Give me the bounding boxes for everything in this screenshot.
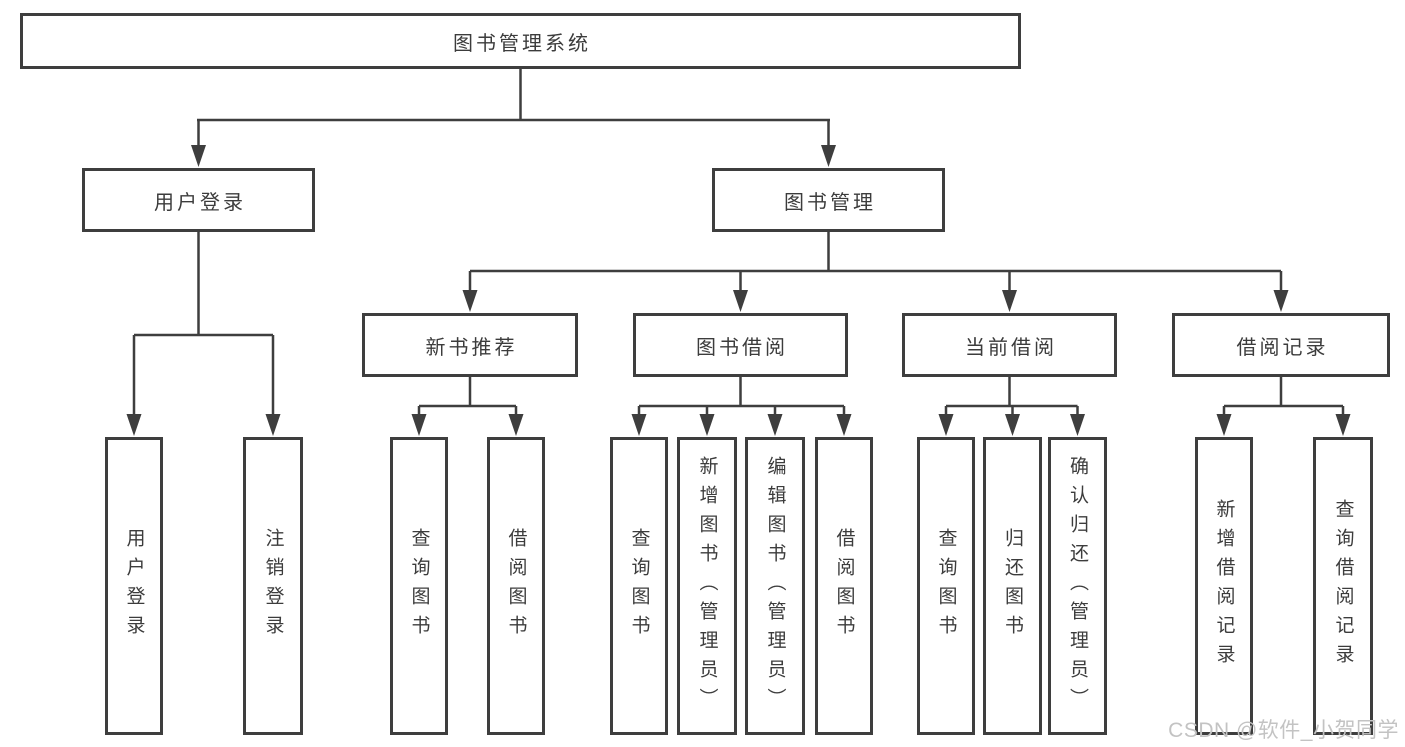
- arrowhead: [411, 414, 524, 436]
- leaf-add-borrow-record-label: 新增借阅记录: [1213, 499, 1235, 673]
- leaf-edit-books-admin-label: 编辑图书（管理员）: [764, 455, 786, 717]
- connector-user-login-children: [126, 232, 281, 436]
- connector-root-to-level2: [191, 69, 836, 167]
- node-borrowing-records: 借阅记录: [1172, 313, 1390, 377]
- connector-book-borrow-children: [631, 377, 852, 436]
- leaf-query-borrow-record: 查询借阅记录: [1313, 437, 1373, 735]
- leaf-add-books-admin-label: 新增图书（管理员）: [696, 455, 718, 717]
- wire: [132, 232, 275, 417]
- leaf-confirm-return-admin: 确认归还（管理员）: [1048, 437, 1107, 735]
- wire: [637, 377, 846, 417]
- leaf-borrow-books-label: 借阅图书: [833, 528, 855, 644]
- node-new-book-recommendation: 新书推荐: [362, 313, 578, 377]
- node-user-login-label: 用户登录: [154, 191, 246, 214]
- arrowhead: [191, 145, 836, 167]
- wire: [944, 377, 1079, 417]
- leaf-query-borrow-record-label: 查询借阅记录: [1332, 499, 1354, 673]
- leaf-borrow-books: 借阅图书: [815, 437, 873, 735]
- leaf-query-books-borrow: 查询图书: [610, 437, 668, 735]
- arrowhead: [631, 414, 852, 436]
- leaf-borrow-books-newbook-label: 借阅图书: [505, 528, 527, 644]
- wire: [468, 232, 1283, 292]
- wire: [197, 69, 830, 148]
- node-borrowing-records-label: 借阅记录: [1236, 336, 1329, 359]
- connector-book-management-children: [462, 232, 1289, 312]
- leaf-add-borrow-record: 新增借阅记录: [1195, 437, 1253, 735]
- node-book-management: 图书管理: [712, 168, 945, 232]
- connector-new-book-children: [411, 377, 524, 436]
- node-current-borrowing-label: 当前借阅: [965, 336, 1057, 359]
- csdn-watermark: CSDN @软件_小贺同学: [1168, 719, 1399, 742]
- leaf-query-books-borrow-label: 查询图书: [628, 528, 650, 644]
- connector-current-borrow-children: [938, 377, 1085, 436]
- node-book-borrowing: 图书借阅: [633, 313, 848, 377]
- node-current-borrowing: 当前借阅: [902, 313, 1117, 377]
- leaf-return-books-label: 归还图书: [1002, 528, 1023, 644]
- connector-borrow-records-children: [1216, 377, 1351, 436]
- leaf-return-books: 归还图书: [983, 437, 1042, 735]
- node-new-book-recommendation-label: 新书推荐: [425, 336, 518, 359]
- leaf-query-books-current: 查询图书: [917, 437, 975, 735]
- leaf-user-login: 用户登录: [105, 437, 163, 735]
- node-book-management-label: 图书管理: [784, 191, 876, 214]
- node-library-system-label: 图书管理系统: [453, 32, 591, 55]
- leaf-query-books-current-label: 查询图书: [935, 528, 957, 644]
- leaf-logout: 注销登录: [243, 437, 303, 735]
- leaf-logout-label: 注销登录: [262, 528, 284, 644]
- leaf-user-login-label: 用户登录: [123, 528, 145, 644]
- arrowhead: [938, 414, 1085, 436]
- wire: [1222, 377, 1345, 417]
- node-library-system: 图书管理系统: [20, 13, 1021, 69]
- arrowhead: [1216, 414, 1351, 436]
- node-book-borrowing-label: 图书借阅: [696, 336, 788, 359]
- leaf-edit-books-admin: 编辑图书（管理员）: [745, 437, 805, 735]
- leaf-borrow-books-newbook: 借阅图书: [487, 437, 545, 735]
- arrowhead: [126, 414, 281, 436]
- node-user-login: 用户登录: [82, 168, 315, 232]
- leaf-query-books-newbook-label: 查询图书: [408, 528, 430, 644]
- arrowhead: [462, 290, 1289, 312]
- leaf-confirm-return-admin-label: 确认归还（管理员）: [1067, 455, 1088, 717]
- leaf-add-books-admin: 新增图书（管理员）: [677, 437, 737, 735]
- wire: [417, 377, 518, 417]
- leaf-query-books-newbook: 查询图书: [390, 437, 448, 735]
